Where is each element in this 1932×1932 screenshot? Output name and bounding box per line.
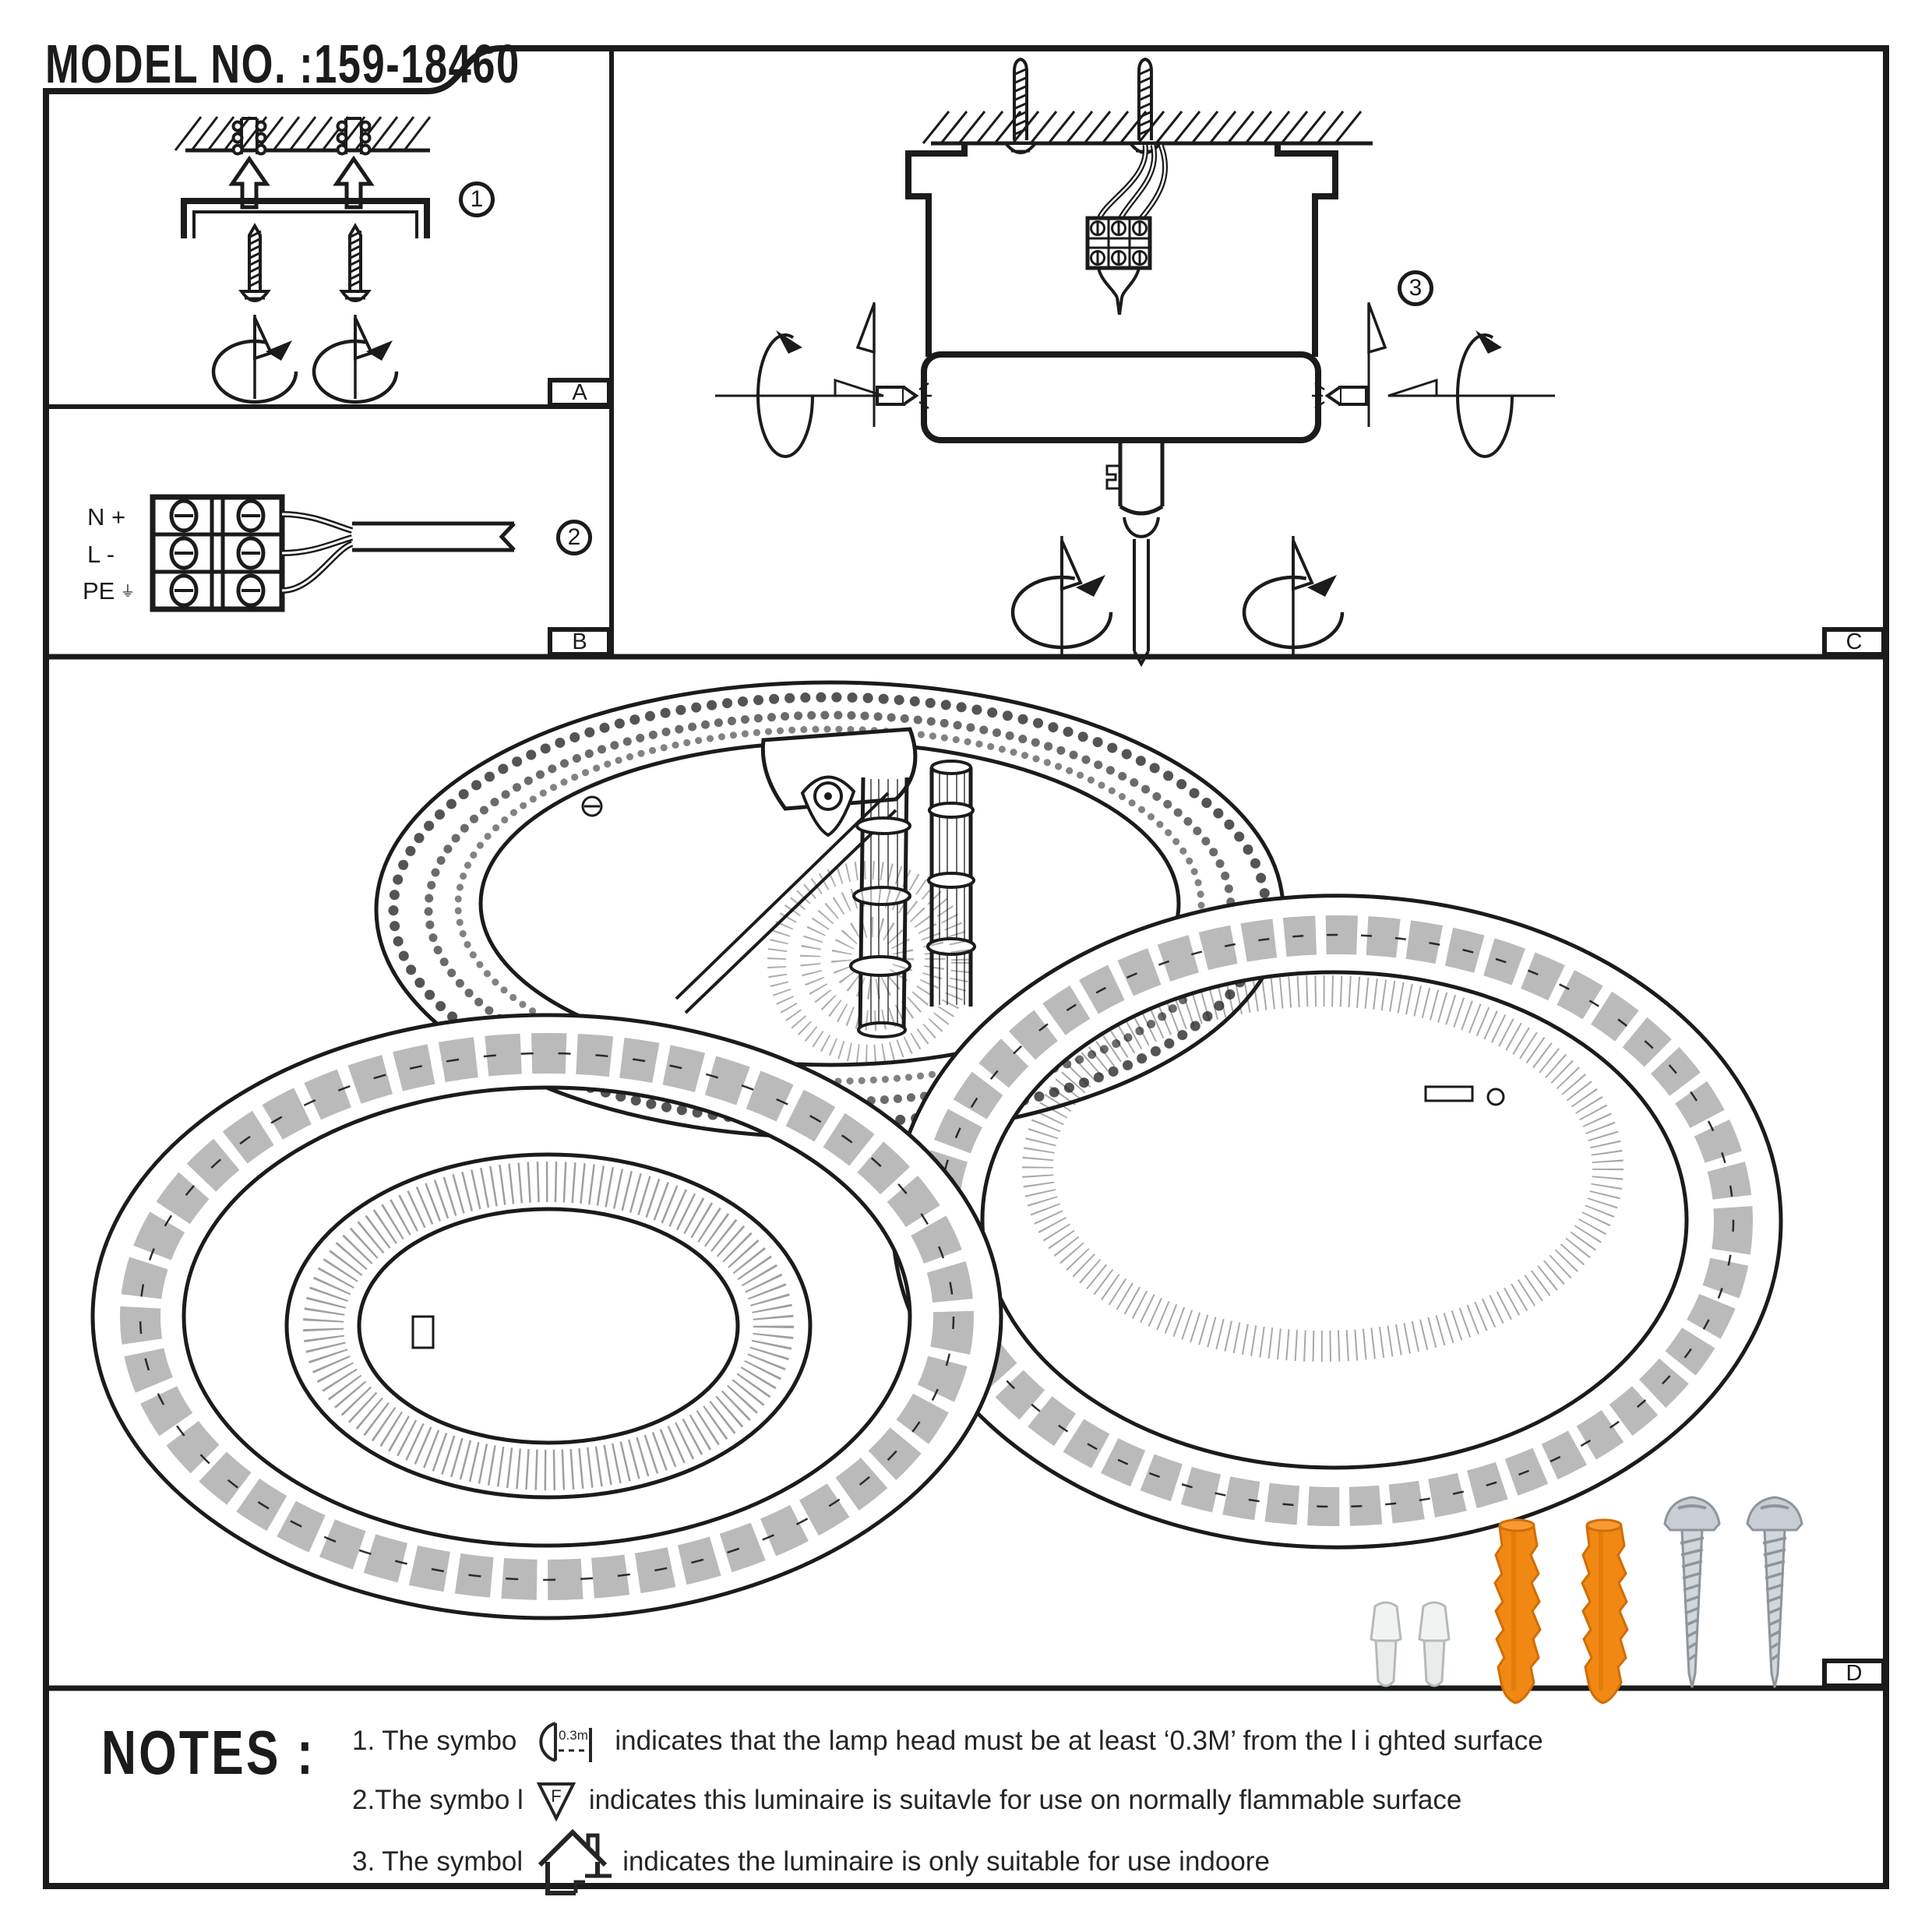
panel-b-letter: B: [572, 629, 587, 654]
note-line-2: 2.The symbo l F indicates this luminaire…: [352, 1778, 1461, 1823]
svg-text:F: F: [551, 1786, 561, 1806]
page-frame: [43, 45, 1889, 1889]
step-2-number: 2: [567, 524, 581, 550]
note-line-1: 1. The symbo 0.3m indicates that the lam…: [352, 1719, 1543, 1764]
flammable-surface-icon: F: [536, 1782, 576, 1822]
step-1-badge: 1: [459, 182, 495, 217]
panel-a-label: A: [548, 378, 612, 407]
model-number-title: MODEL NO. :159-18460: [45, 33, 520, 94]
panel-d-letter: D: [1846, 1660, 1863, 1686]
step-3-badge: 3: [1398, 270, 1433, 306]
step-3-number: 3: [1408, 275, 1423, 301]
panel-b-label: B: [548, 627, 612, 657]
min-distance-icon: 0.3m: [539, 1722, 593, 1762]
hardware-parts: [1370, 1496, 1803, 1705]
notes-heading: NOTES :: [101, 1718, 316, 1787]
panel-b-drawing: [150, 494, 516, 612]
step-2-badge: 2: [556, 520, 592, 555]
earth-ground-icon: ⏚: [120, 583, 136, 600]
indoor-house-icon: [538, 1828, 612, 1895]
note-line-3: 3. The symbol indicates the luminaire is…: [352, 1826, 1270, 1898]
panel-d-label: D: [1822, 1659, 1886, 1688]
lamp-drawing: [90, 680, 1783, 1620]
terminal-label-pe: PE ⏚: [83, 577, 136, 605]
wall-plug-icon: [1493, 1518, 1629, 1705]
wire-nut-icon: [1370, 1601, 1451, 1687]
panel-a-letter: A: [572, 379, 587, 405]
panel-a-drawing: [174, 116, 432, 404]
terminal-label-l: L -: [87, 541, 115, 568]
panel-c-letter: C: [1846, 629, 1863, 654]
terminal-label-n: N +: [87, 503, 126, 531]
svg-text:0.3m: 0.3m: [559, 1728, 589, 1743]
step-1-number: 1: [470, 186, 484, 212]
mounting-screw-icon: [1663, 1496, 1803, 1688]
panel-c-label: C: [1822, 627, 1886, 657]
panel-c-drawing: [715, 57, 1555, 668]
